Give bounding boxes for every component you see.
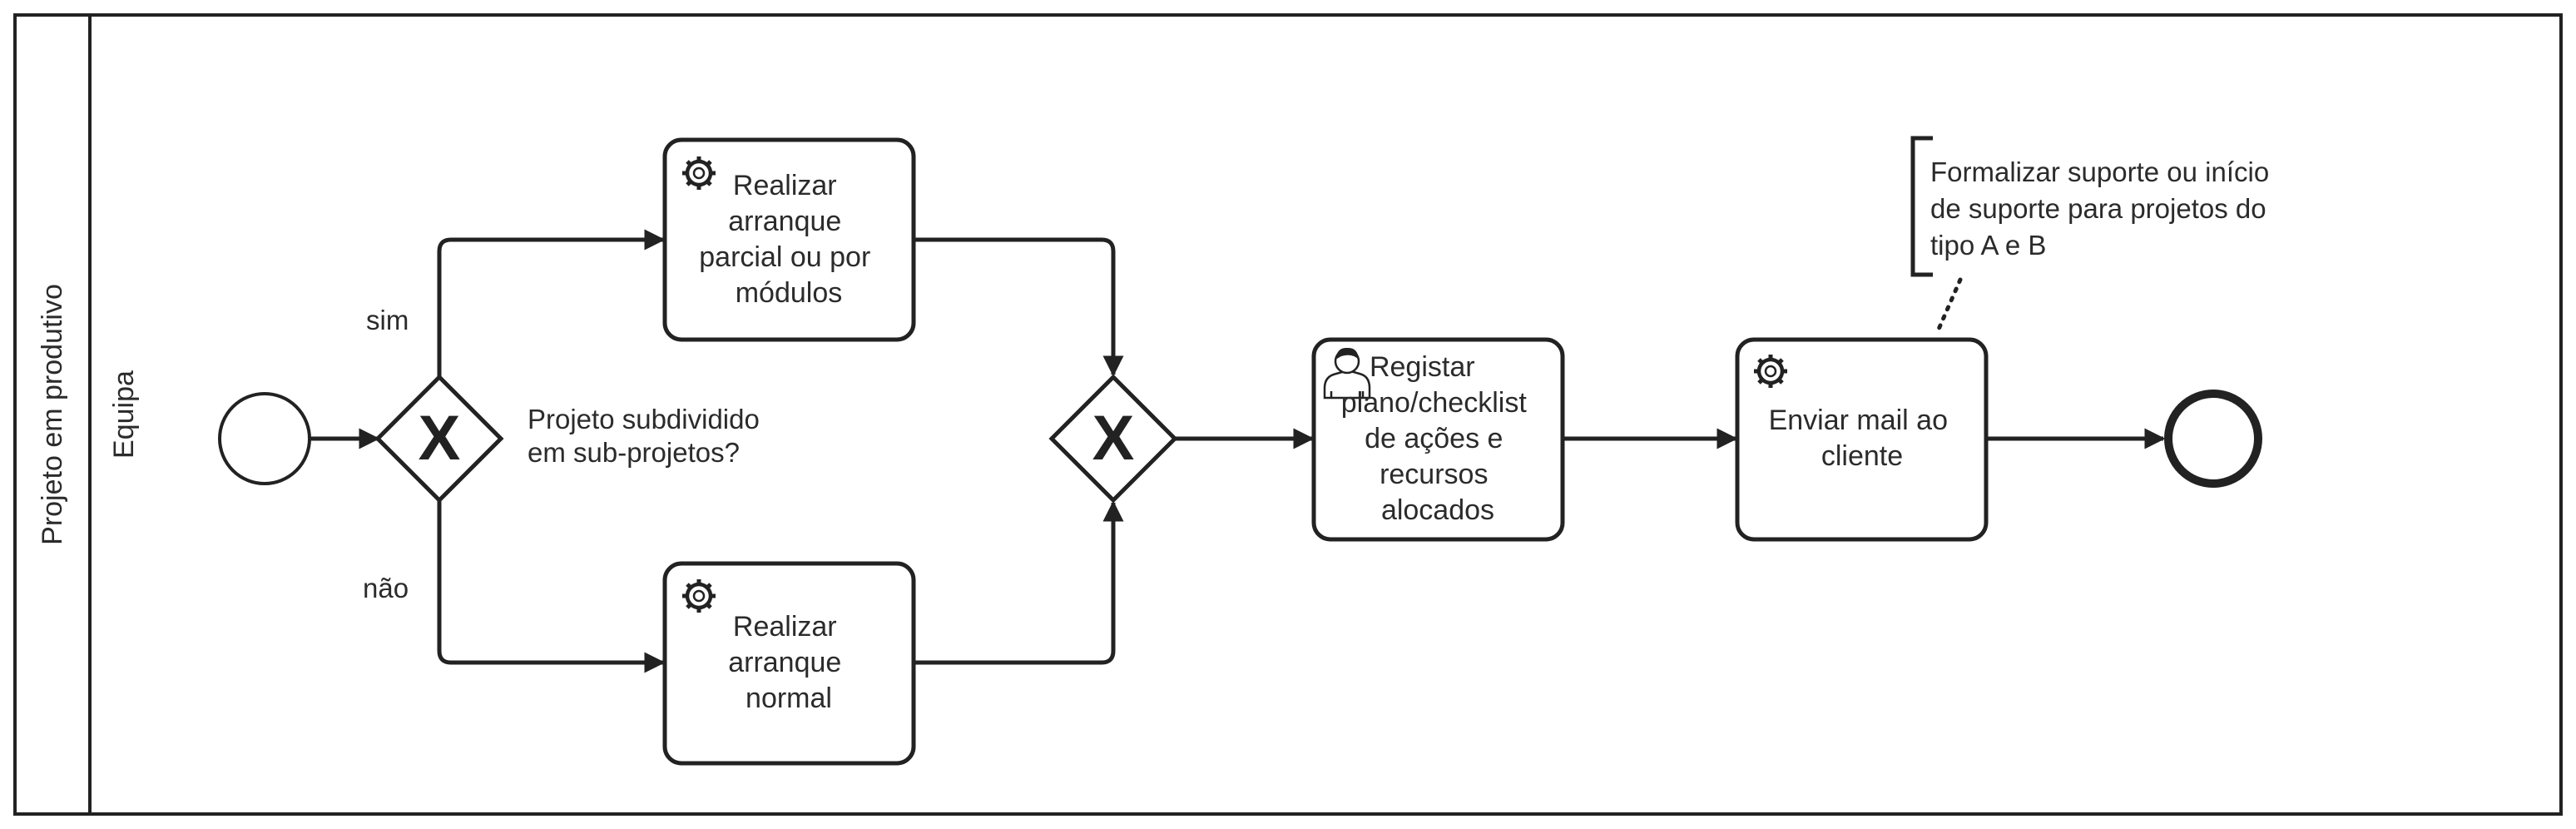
annotation-line: tipo A e B	[1930, 230, 2046, 261]
pool-label: Projeto em produtivo	[37, 284, 68, 545]
flow-split-to-normal[interactable]	[437, 500, 666, 673]
task-label-line: plano/checklist	[1341, 387, 1528, 419]
annotation-line: de suporte para projetos do	[1930, 193, 2266, 224]
user-icon	[1323, 347, 1371, 400]
gear-icon	[682, 579, 716, 613]
text-annotation[interactable]: Formalizar suporte ou início de suporte …	[1910, 136, 2276, 277]
gateway-merge-marker: X	[1092, 403, 1135, 474]
gateway-split-question: Projeto subdividido em sub-projetos?	[528, 404, 767, 468]
annotation-line: Formalizar suporte ou início	[1930, 156, 2269, 187]
task-register-plan[interactable]: Registar plano/checklist de ações e recu…	[1311, 337, 1565, 542]
gateway-question-line: Projeto subdividido	[528, 404, 760, 434]
flow-label-yes: sim	[366, 305, 409, 335]
annotation-association[interactable]	[1934, 277, 1963, 335]
task-label-line: Registar	[1370, 351, 1475, 383]
end-event[interactable]	[2164, 390, 2262, 488]
task-label-line: Enviar mail ao	[1769, 405, 1948, 436]
gateway-split[interactable]: X	[374, 374, 504, 504]
task-partial-start[interactable]: Realizar arranque parcial ou por módulos	[662, 137, 916, 342]
lane-label: Equipa	[108, 370, 140, 459]
task-label: Realizar arranque parcial ou por módulos	[699, 170, 878, 309]
flow-label-no: não	[363, 573, 409, 603]
flow-partial-to-merge[interactable]	[914, 237, 1124, 377]
task-label-line: arranque	[728, 647, 841, 678]
gateway-split-marker: X	[419, 403, 461, 474]
flow-normal-to-merge[interactable]	[914, 500, 1124, 665]
gateway-question-line: em sub-projetos?	[528, 437, 740, 468]
task-label-line: de ações e	[1365, 423, 1503, 454]
task-label-line: normal	[746, 683, 832, 714]
task-label: Realizar arranque normal	[728, 611, 850, 714]
gateway-merge[interactable]: X	[1048, 374, 1178, 504]
task-label-line: Realizar	[733, 611, 837, 643]
task-label: Enviar mail ao cliente	[1769, 405, 1956, 472]
task-label-line: recursos	[1380, 459, 1488, 490]
gear-icon	[1754, 355, 1787, 388]
task-label-line: arranque	[728, 206, 841, 237]
task-label: Registar plano/checklist de ações e recu…	[1341, 351, 1534, 526]
task-label-line: módulos	[736, 277, 843, 309]
annotation-text: Formalizar suporte ou início de suporte …	[1930, 156, 2276, 261]
task-label-line: cliente	[1821, 440, 1903, 472]
start-event[interactable]	[218, 392, 311, 485]
task-label-line: parcial ou por	[699, 241, 870, 273]
gear-icon	[682, 156, 716, 190]
flow-split-to-partial[interactable]	[437, 229, 666, 377]
task-label-line: alocados	[1381, 494, 1494, 526]
task-normal-start[interactable]: Realizar arranque normal	[662, 561, 916, 766]
task-send-mail[interactable]: Enviar mail ao cliente	[1735, 337, 1989, 542]
task-label-line: Realizar	[733, 170, 837, 201]
